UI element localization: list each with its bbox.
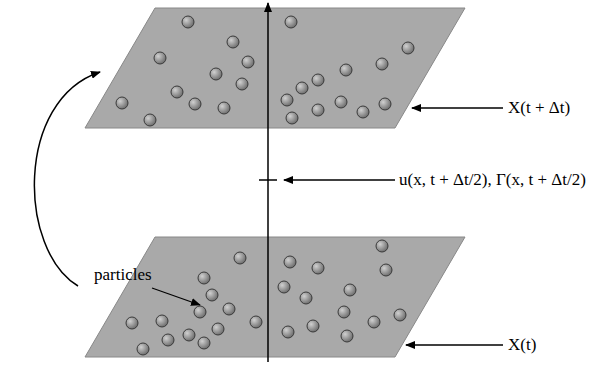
particle (379, 98, 391, 110)
particle (338, 306, 350, 318)
particle (189, 98, 201, 110)
leader-arrow (406, 344, 503, 345)
particle (183, 329, 195, 341)
particle (340, 64, 352, 76)
particle (137, 343, 149, 355)
particle (182, 16, 194, 28)
particle (344, 284, 356, 296)
particle (218, 102, 230, 114)
particle (212, 323, 224, 335)
particle (285, 16, 297, 28)
bottom-plane (85, 237, 465, 357)
curved-arrow (34, 72, 100, 286)
leader-arrow (412, 107, 503, 108)
particle (171, 86, 183, 98)
field-label: u(x, t + Δt/2), Γ(x, t + Δt/2) (399, 171, 586, 190)
particle (286, 112, 298, 124)
particle (282, 326, 294, 338)
particle (194, 306, 206, 318)
particle (242, 56, 254, 68)
particle (223, 303, 235, 315)
particle (206, 289, 218, 301)
particle (236, 78, 248, 90)
plane-label: X(t + Δt) (508, 99, 570, 118)
particle (380, 264, 392, 276)
particle (307, 320, 319, 332)
leader-arrow (152, 288, 200, 305)
particle (402, 42, 414, 54)
particle (376, 58, 388, 70)
particle (284, 256, 296, 268)
time-axis (267, 3, 269, 362)
particle (300, 292, 312, 304)
particle (368, 316, 380, 328)
plane-label: X(t) (508, 336, 536, 355)
particles-group (116, 16, 414, 355)
particle (296, 82, 308, 94)
particle (312, 262, 324, 274)
particle (198, 337, 210, 349)
axis-tick (259, 179, 277, 181)
particle (341, 330, 353, 342)
particle (210, 68, 222, 80)
particle (234, 252, 246, 264)
particle (335, 96, 347, 108)
particles-label: particles (94, 266, 152, 285)
particle (154, 52, 166, 64)
particle (156, 315, 168, 327)
particle (312, 104, 324, 116)
particle (162, 334, 174, 346)
particle (281, 94, 293, 106)
particle (116, 97, 128, 109)
particle (198, 272, 210, 284)
top-plane (85, 8, 465, 128)
particle (250, 316, 262, 328)
particle (357, 106, 369, 118)
particle (126, 317, 138, 329)
particle (394, 309, 406, 321)
particle (278, 281, 290, 293)
particle (227, 36, 239, 48)
particle (376, 240, 388, 252)
leader-arrow (284, 179, 395, 180)
particle (144, 114, 156, 126)
particle (312, 74, 324, 86)
